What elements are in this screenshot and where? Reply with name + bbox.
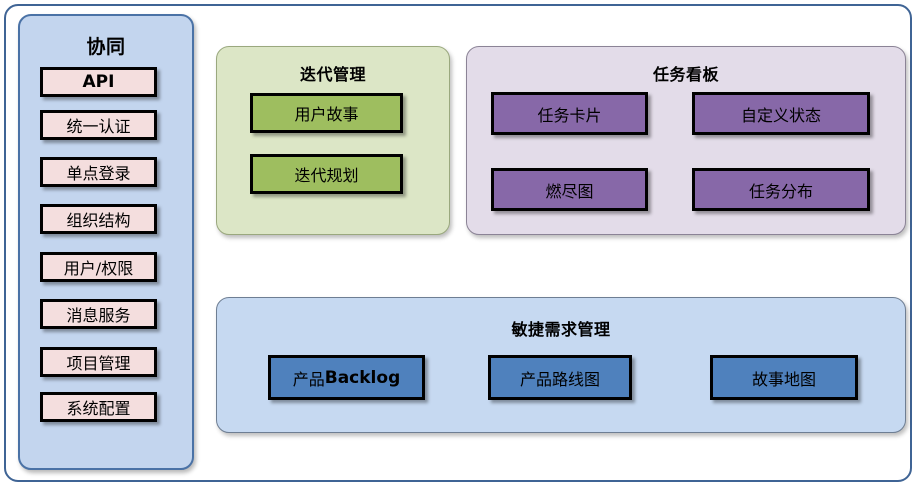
sidebar-item-message-service[interactable]: 消息服务	[40, 299, 157, 329]
sidebar-item-unified-auth[interactable]: 统一认证	[40, 110, 157, 140]
panel-collaboration-title: 协同	[86, 36, 126, 58]
agile-item-product-roadmap[interactable]: 产品路线图	[488, 355, 632, 400]
sidebar-item-system-config[interactable]: 系统配置	[40, 392, 157, 422]
sidebar-item-project-management[interactable]: 项目管理	[40, 347, 157, 377]
agile-item-product-backlog-cjk: 产品	[292, 369, 325, 389]
sidebar-item-org-structure[interactable]: 组织结构	[40, 204, 157, 234]
taskboard-item-burndown-chart[interactable]: 燃尽图	[491, 168, 648, 211]
iteration-item-user-story[interactable]: 用户故事	[250, 93, 403, 133]
iteration-item-iteration-planning[interactable]: 迭代规划	[250, 154, 403, 194]
panel-iteration-management[interactable]: 迭代管理	[216, 46, 450, 235]
taskboard-item-task-distribution[interactable]: 任务分布	[692, 168, 870, 211]
taskboard-item-task-card[interactable]: 任务卡片	[491, 92, 648, 135]
sidebar-item-user-permission[interactable]: 用户/权限	[40, 252, 157, 282]
agile-item-story-map[interactable]: 故事地图	[710, 355, 858, 400]
sidebar-item-api[interactable]: API	[40, 67, 157, 97]
sidebar-item-single-sign-on[interactable]: 单点登录	[40, 157, 157, 187]
agile-item-product-backlog-latin: Backlog	[324, 367, 401, 388]
taskboard-item-custom-status[interactable]: 自定义状态	[692, 92, 870, 135]
panel-task-board-title: 任务看板	[652, 65, 719, 84]
panel-agile-title: 敏捷需求管理	[511, 320, 611, 339]
panel-iteration-title: 迭代管理	[299, 65, 366, 84]
